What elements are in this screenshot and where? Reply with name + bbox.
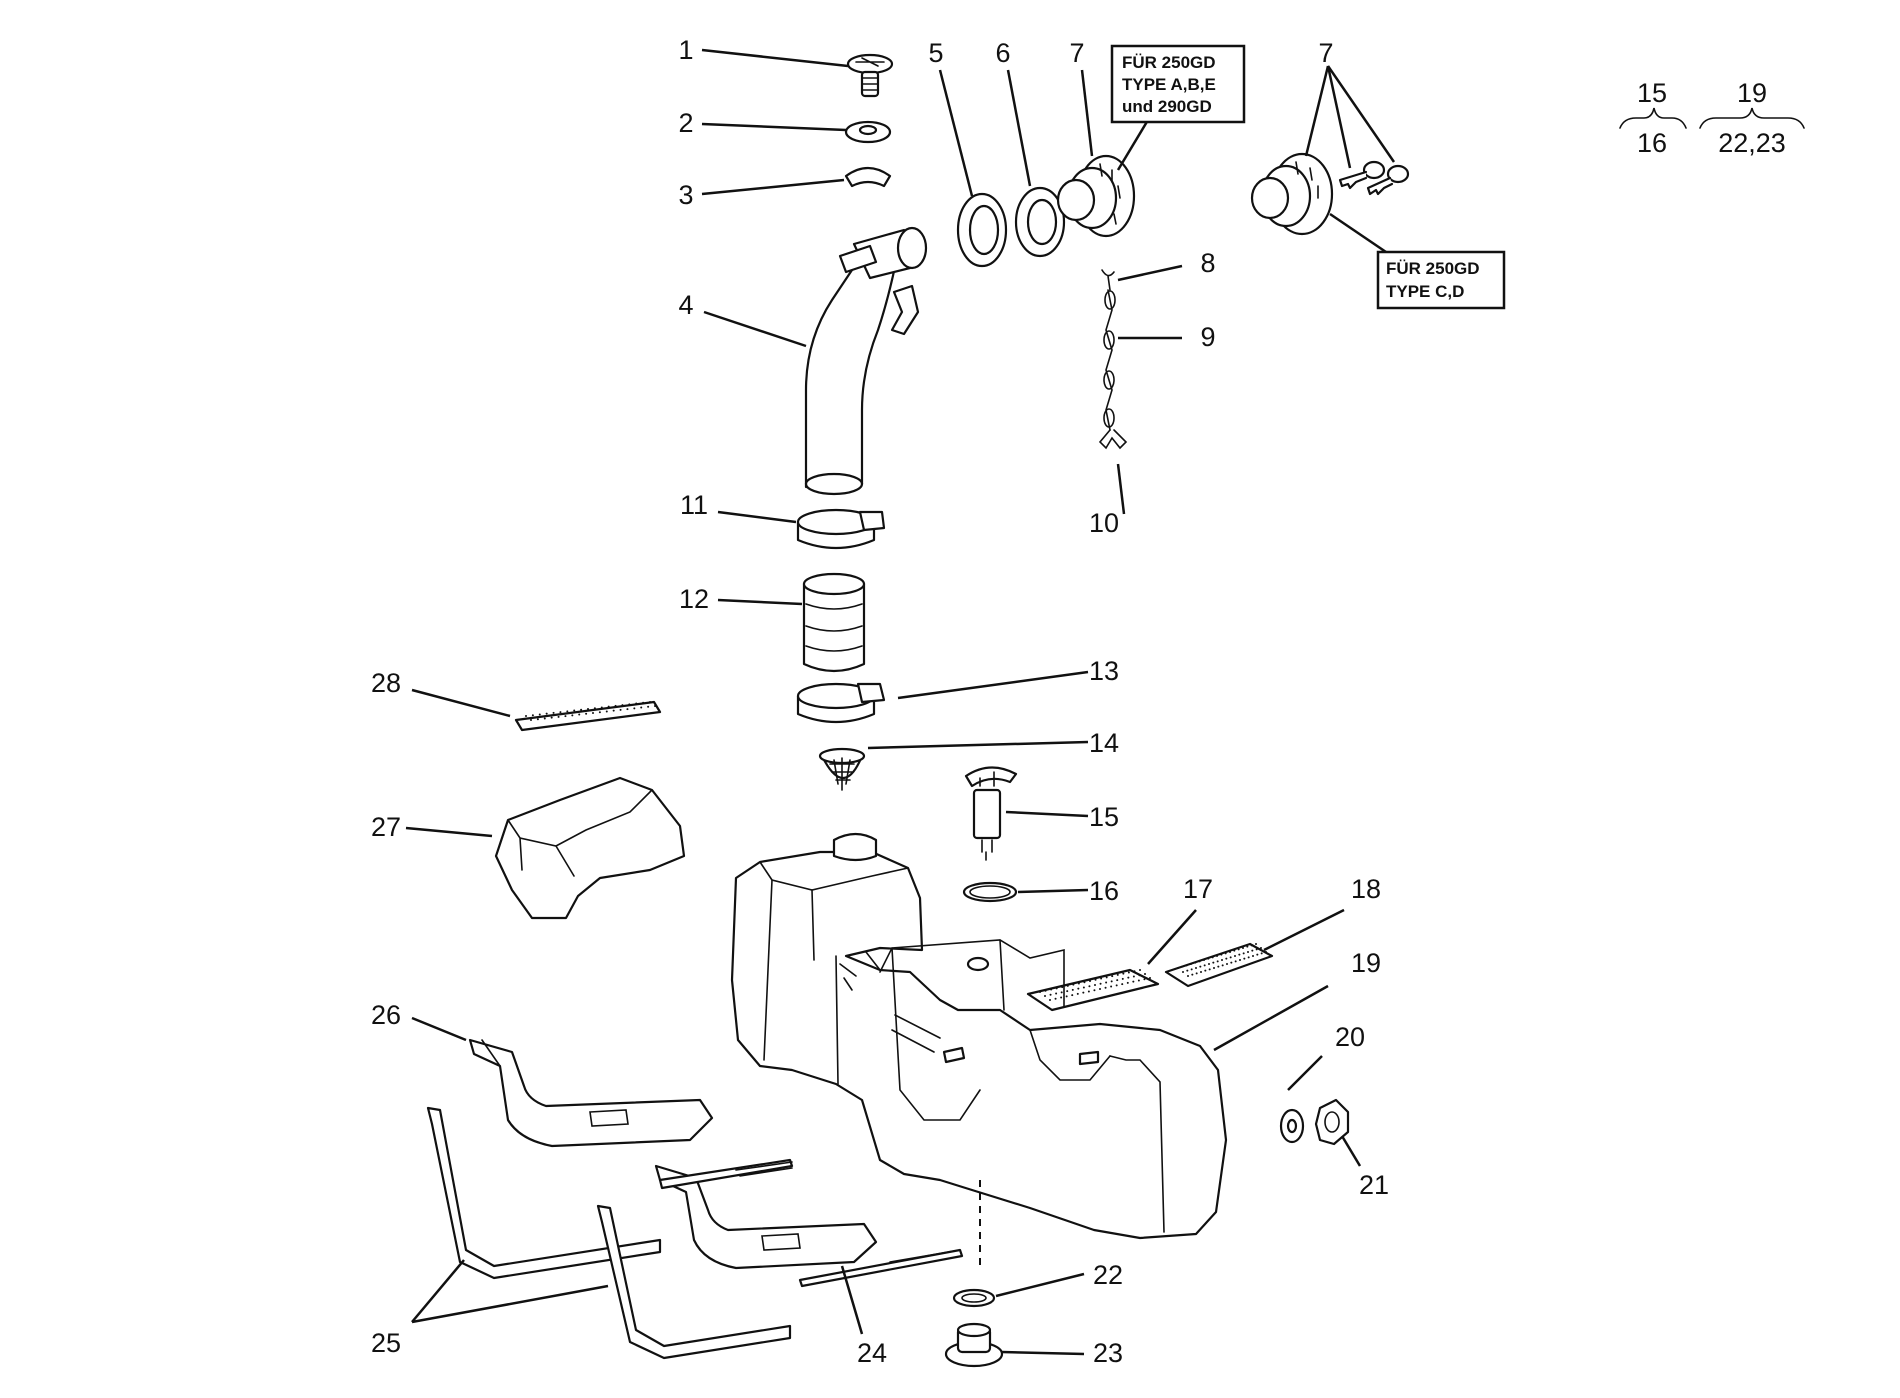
part-18-pad-icon <box>1164 942 1274 988</box>
callout-17: 17 <box>1183 874 1213 904</box>
part-4-filler-neck-icon <box>804 226 928 496</box>
callout-22: 22 <box>1093 1260 1123 1290</box>
callout-18: 18 <box>1351 874 1381 904</box>
callout-10: 10 <box>1089 508 1119 538</box>
svg-text:16: 16 <box>1637 128 1667 158</box>
svg-text:TYPE A,B,E: TYPE A,B,E <box>1122 75 1216 94</box>
part-14-strainer-icon <box>818 747 866 791</box>
svg-text:22,23: 22,23 <box>1718 128 1786 158</box>
callout-11: 11 <box>680 490 708 520</box>
callout-numbers: 1 2 3 4 5 6 7 7 8 9 10 11 12 13 14 15 16… <box>371 35 1389 1368</box>
part-25-strap-icon <box>426 1106 964 1360</box>
variant-note-abe: FÜR 250GD TYPE A,B,E und 290GD <box>1110 44 1246 124</box>
svg-text:und 290GD: und 290GD <box>1122 97 1212 116</box>
part-27-foam-block-icon <box>494 776 686 920</box>
part-22-seal-ring-icon <box>952 1288 996 1308</box>
part-2-washer-icon <box>844 120 892 144</box>
part-17-pad-icon <box>1026 968 1160 1012</box>
svg-text:TYPE C,D: TYPE C,D <box>1386 282 1464 301</box>
callout-4: 4 <box>678 290 693 320</box>
callout-2: 2 <box>678 108 693 138</box>
variant-note-cd: FÜR 250GD TYPE C,D <box>1376 250 1506 310</box>
part-6-ring-icon <box>1014 186 1066 258</box>
callout-16: 16 <box>1089 876 1119 906</box>
callout-3: 3 <box>678 180 693 210</box>
part-1-screw-icon <box>846 53 894 98</box>
pad-texture <box>525 701 1267 1001</box>
part-24-bracket-icon <box>654 1164 878 1270</box>
callout-13: 13 <box>1089 656 1119 686</box>
part-13-hose-clamp-icon <box>796 682 886 724</box>
callout-15: 15 <box>1089 802 1119 832</box>
callout-26: 26 <box>371 1000 401 1030</box>
svg-text:FÜR 250GD: FÜR 250GD <box>1386 259 1480 278</box>
part-20-washer-icon <box>1279 1108 1305 1144</box>
fuel-tank-body <box>730 832 1228 1240</box>
part-12-hose-icon <box>802 572 866 673</box>
group-legend-15-16: 15 16 <box>1619 78 1687 158</box>
callout-23: 23 <box>1093 1338 1123 1368</box>
part-15-fuel-sender-icon <box>964 766 1018 861</box>
svg-text:FÜR 250GD: FÜR 250GD <box>1122 53 1216 72</box>
callout-12: 12 <box>679 584 709 614</box>
part-11-hose-clamp-icon <box>796 508 886 550</box>
callout-7-cap: 7 <box>1069 38 1084 68</box>
part-26-bracket-icon <box>468 1038 714 1148</box>
part-7-fuel-cap-icon <box>1056 154 1136 238</box>
callout-24: 24 <box>857 1338 887 1368</box>
callout-21: 21 <box>1359 1170 1389 1200</box>
callout-25: 25 <box>371 1328 401 1358</box>
callout-7-locking-cap: 7 <box>1318 38 1333 68</box>
callout-27: 27 <box>371 812 401 842</box>
callout-28: 28 <box>371 668 401 698</box>
part-16-seal-ring-icon <box>962 881 1018 903</box>
callout-14: 14 <box>1089 728 1119 758</box>
part-5-ring-icon <box>956 192 1008 268</box>
part-28-pad-icon <box>514 700 662 732</box>
part-21-nut-icon <box>1314 1098 1350 1146</box>
svg-text:15: 15 <box>1637 78 1667 108</box>
group-legend-19-22-23: 19 22,23 <box>1699 78 1805 158</box>
callout-6: 6 <box>995 38 1010 68</box>
part-23-drain-plug-icon <box>944 1322 1004 1368</box>
part-8-9-10-chain-icon <box>1098 269 1128 450</box>
callout-19: 19 <box>1351 948 1381 978</box>
key-icon <box>1338 160 1410 196</box>
leader-lines <box>405 48 1396 1356</box>
callout-5: 5 <box>928 38 943 68</box>
callout-1: 1 <box>678 35 693 65</box>
callout-9: 9 <box>1200 322 1215 352</box>
callout-8: 8 <box>1200 248 1215 278</box>
svg-text:19: 19 <box>1737 78 1767 108</box>
callout-20: 20 <box>1335 1022 1365 1052</box>
part-3-clip-icon <box>844 166 892 188</box>
part-7-locking-cap-icon <box>1250 152 1334 236</box>
